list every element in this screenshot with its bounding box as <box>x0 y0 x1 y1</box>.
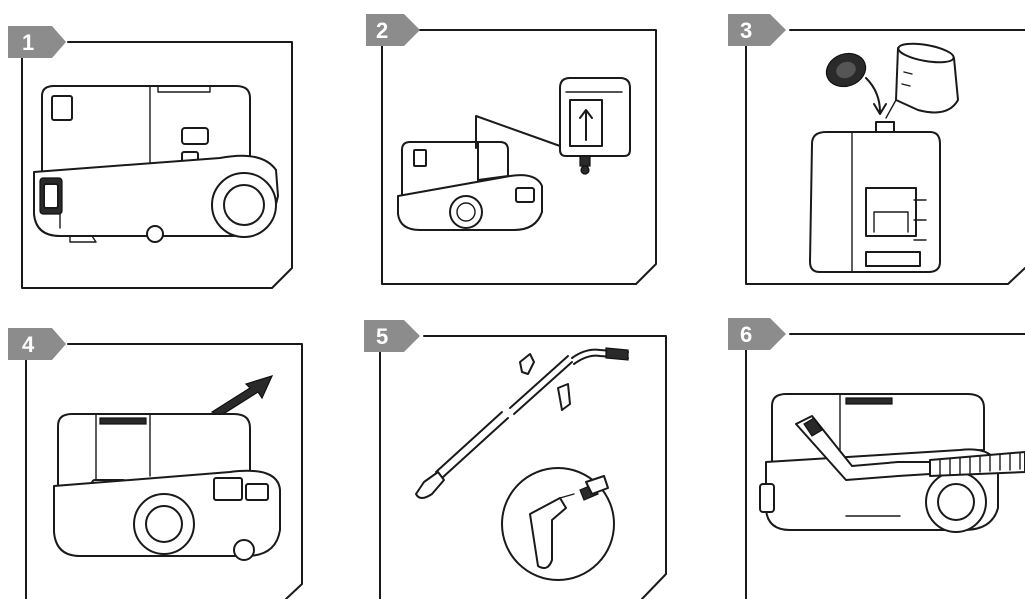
wheel-icon <box>134 494 194 554</box>
hose-with-wand <box>416 348 628 498</box>
wheel-icon <box>450 196 482 228</box>
step-2-number: 2 <box>376 18 388 43</box>
step-3-badge: 3 <box>728 14 786 46</box>
measuring-cup-icon <box>886 40 958 118</box>
step-3-number: 3 <box>740 18 752 43</box>
lid-arrow-icon <box>212 376 272 416</box>
step-4-badge-shape <box>8 328 66 360</box>
tank-cap-icon <box>822 48 871 92</box>
water-tank-detail <box>560 78 630 174</box>
nozzle-detail-circle <box>502 468 614 580</box>
wheel-icon <box>212 173 276 237</box>
step-6-badge: 6 <box>728 318 786 350</box>
step-1-badge: 1 <box>8 26 66 58</box>
step-6-panel: 6 <box>728 318 1025 599</box>
step-5-badge: 5 <box>364 320 420 352</box>
step-4-panel: 4 <box>8 328 302 599</box>
step-2-badge-shape <box>366 14 420 46</box>
step-6-badge-shape <box>728 318 786 350</box>
step-4-number: 4 <box>22 332 35 357</box>
step-3-panel: 3 <box>728 14 1025 284</box>
step-5-badge-shape <box>364 320 420 352</box>
vacuum-lid-open <box>54 414 280 560</box>
step-4-badge: 4 <box>8 328 66 360</box>
vacuum-cleaner-side-view <box>34 86 278 242</box>
step-1-badge-shape <box>8 26 66 58</box>
wheel-icon <box>926 472 986 532</box>
step-6-number: 6 <box>740 322 752 347</box>
step-1-panel: 1 <box>8 26 292 288</box>
water-tank-large <box>810 122 940 272</box>
step-5-number: 5 <box>376 324 388 349</box>
step-1-number: 1 <box>22 30 34 55</box>
step-2-badge: 2 <box>366 14 420 46</box>
cap-arrow-icon <box>866 78 886 114</box>
step-2-panel: 2 <box>366 14 656 284</box>
vacuum-with-hose-attached <box>760 394 1025 532</box>
small-vacuum-with-tank <box>398 142 542 230</box>
step-3-badge-shape <box>728 14 786 46</box>
step-5-panel: 5 <box>364 320 666 599</box>
